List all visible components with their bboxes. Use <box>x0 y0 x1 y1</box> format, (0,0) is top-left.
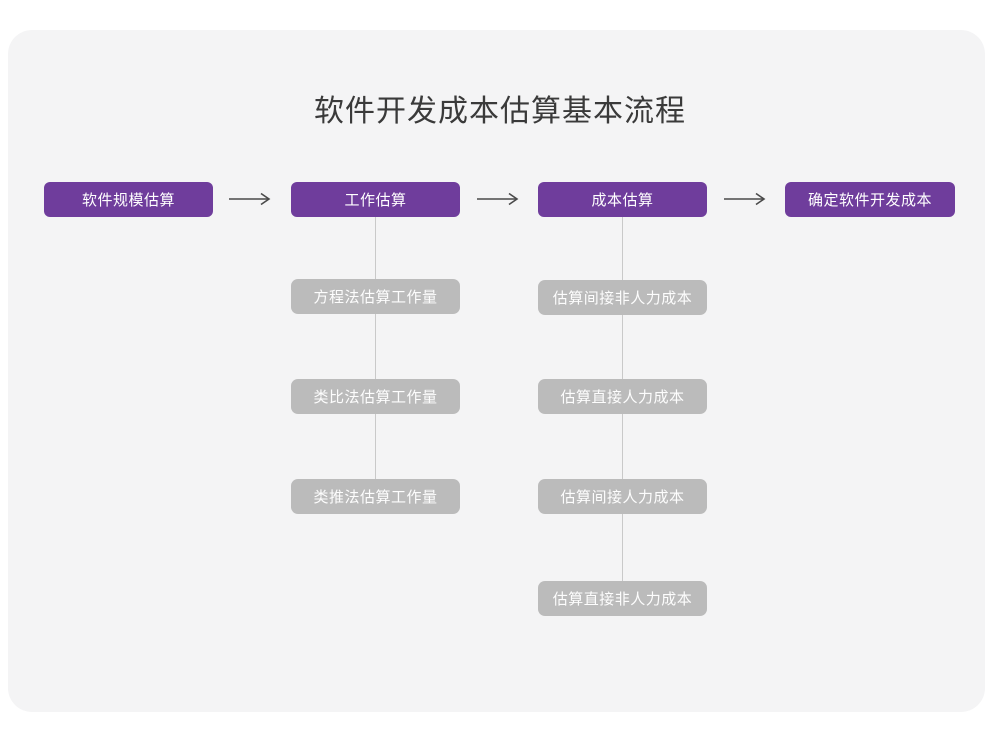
diagram-title: 软件开发成本估算基本流程 <box>314 95 686 128</box>
branch-connector-line-cost-estimation <box>622 217 623 616</box>
flow-node-cost-estimation[interactable]: 成本估算 <box>538 182 707 217</box>
flow-node-work-estimation[interactable]: 工作估算 <box>291 182 460 217</box>
branch-node-equation-method-effort[interactable]: 方程法估算工作量 <box>291 279 460 314</box>
branch-node-direct-labor-cost[interactable]: 估算直接人力成本 <box>538 379 707 414</box>
branch-node-indirect-labor-cost[interactable]: 估算间接人力成本 <box>538 479 707 514</box>
branch-node-direct-nonlabor-cost[interactable]: 估算直接非人力成本 <box>538 581 707 616</box>
flow-arrow-2-icon <box>476 189 524 209</box>
branch-node-indirect-nonlabor-cost[interactable]: 估算间接非人力成本 <box>538 280 707 315</box>
flow-node-determine-development-cost[interactable]: 确定软件开发成本 <box>785 182 955 217</box>
branch-node-inference-method-effort[interactable]: 类推法估算工作量 <box>291 479 460 514</box>
flow-arrow-3-icon <box>723 189 771 209</box>
branch-connector-line-work-estimation <box>375 217 376 514</box>
branch-node-analogy-method-effort[interactable]: 类比法估算工作量 <box>291 379 460 414</box>
flow-arrow-1-icon <box>228 189 276 209</box>
diagram-card-background <box>8 30 985 712</box>
flow-node-software-scale-estimation[interactable]: 软件规模估算 <box>44 182 213 217</box>
